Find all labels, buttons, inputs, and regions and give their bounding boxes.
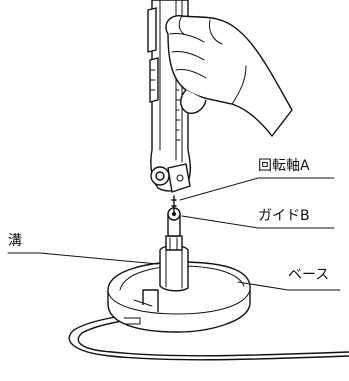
- guide-b-leader: [181, 215, 335, 229]
- rotation-axis: [171, 195, 177, 213]
- guide-b-label: ガイドB: [258, 208, 310, 224]
- callout-lines: [7, 177, 341, 291]
- hand: [165, 15, 293, 137]
- base-leader: [237, 281, 341, 291]
- rotation-axis-leader: [179, 177, 335, 201]
- stand-holder: [159, 235, 189, 292]
- groove-label: 溝: [8, 233, 22, 249]
- base-label: ベース: [288, 267, 330, 283]
- rotation-axis-label: 回転軸A: [258, 158, 310, 174]
- power-cable: [68, 311, 349, 361]
- groove-leader: [7, 252, 159, 265]
